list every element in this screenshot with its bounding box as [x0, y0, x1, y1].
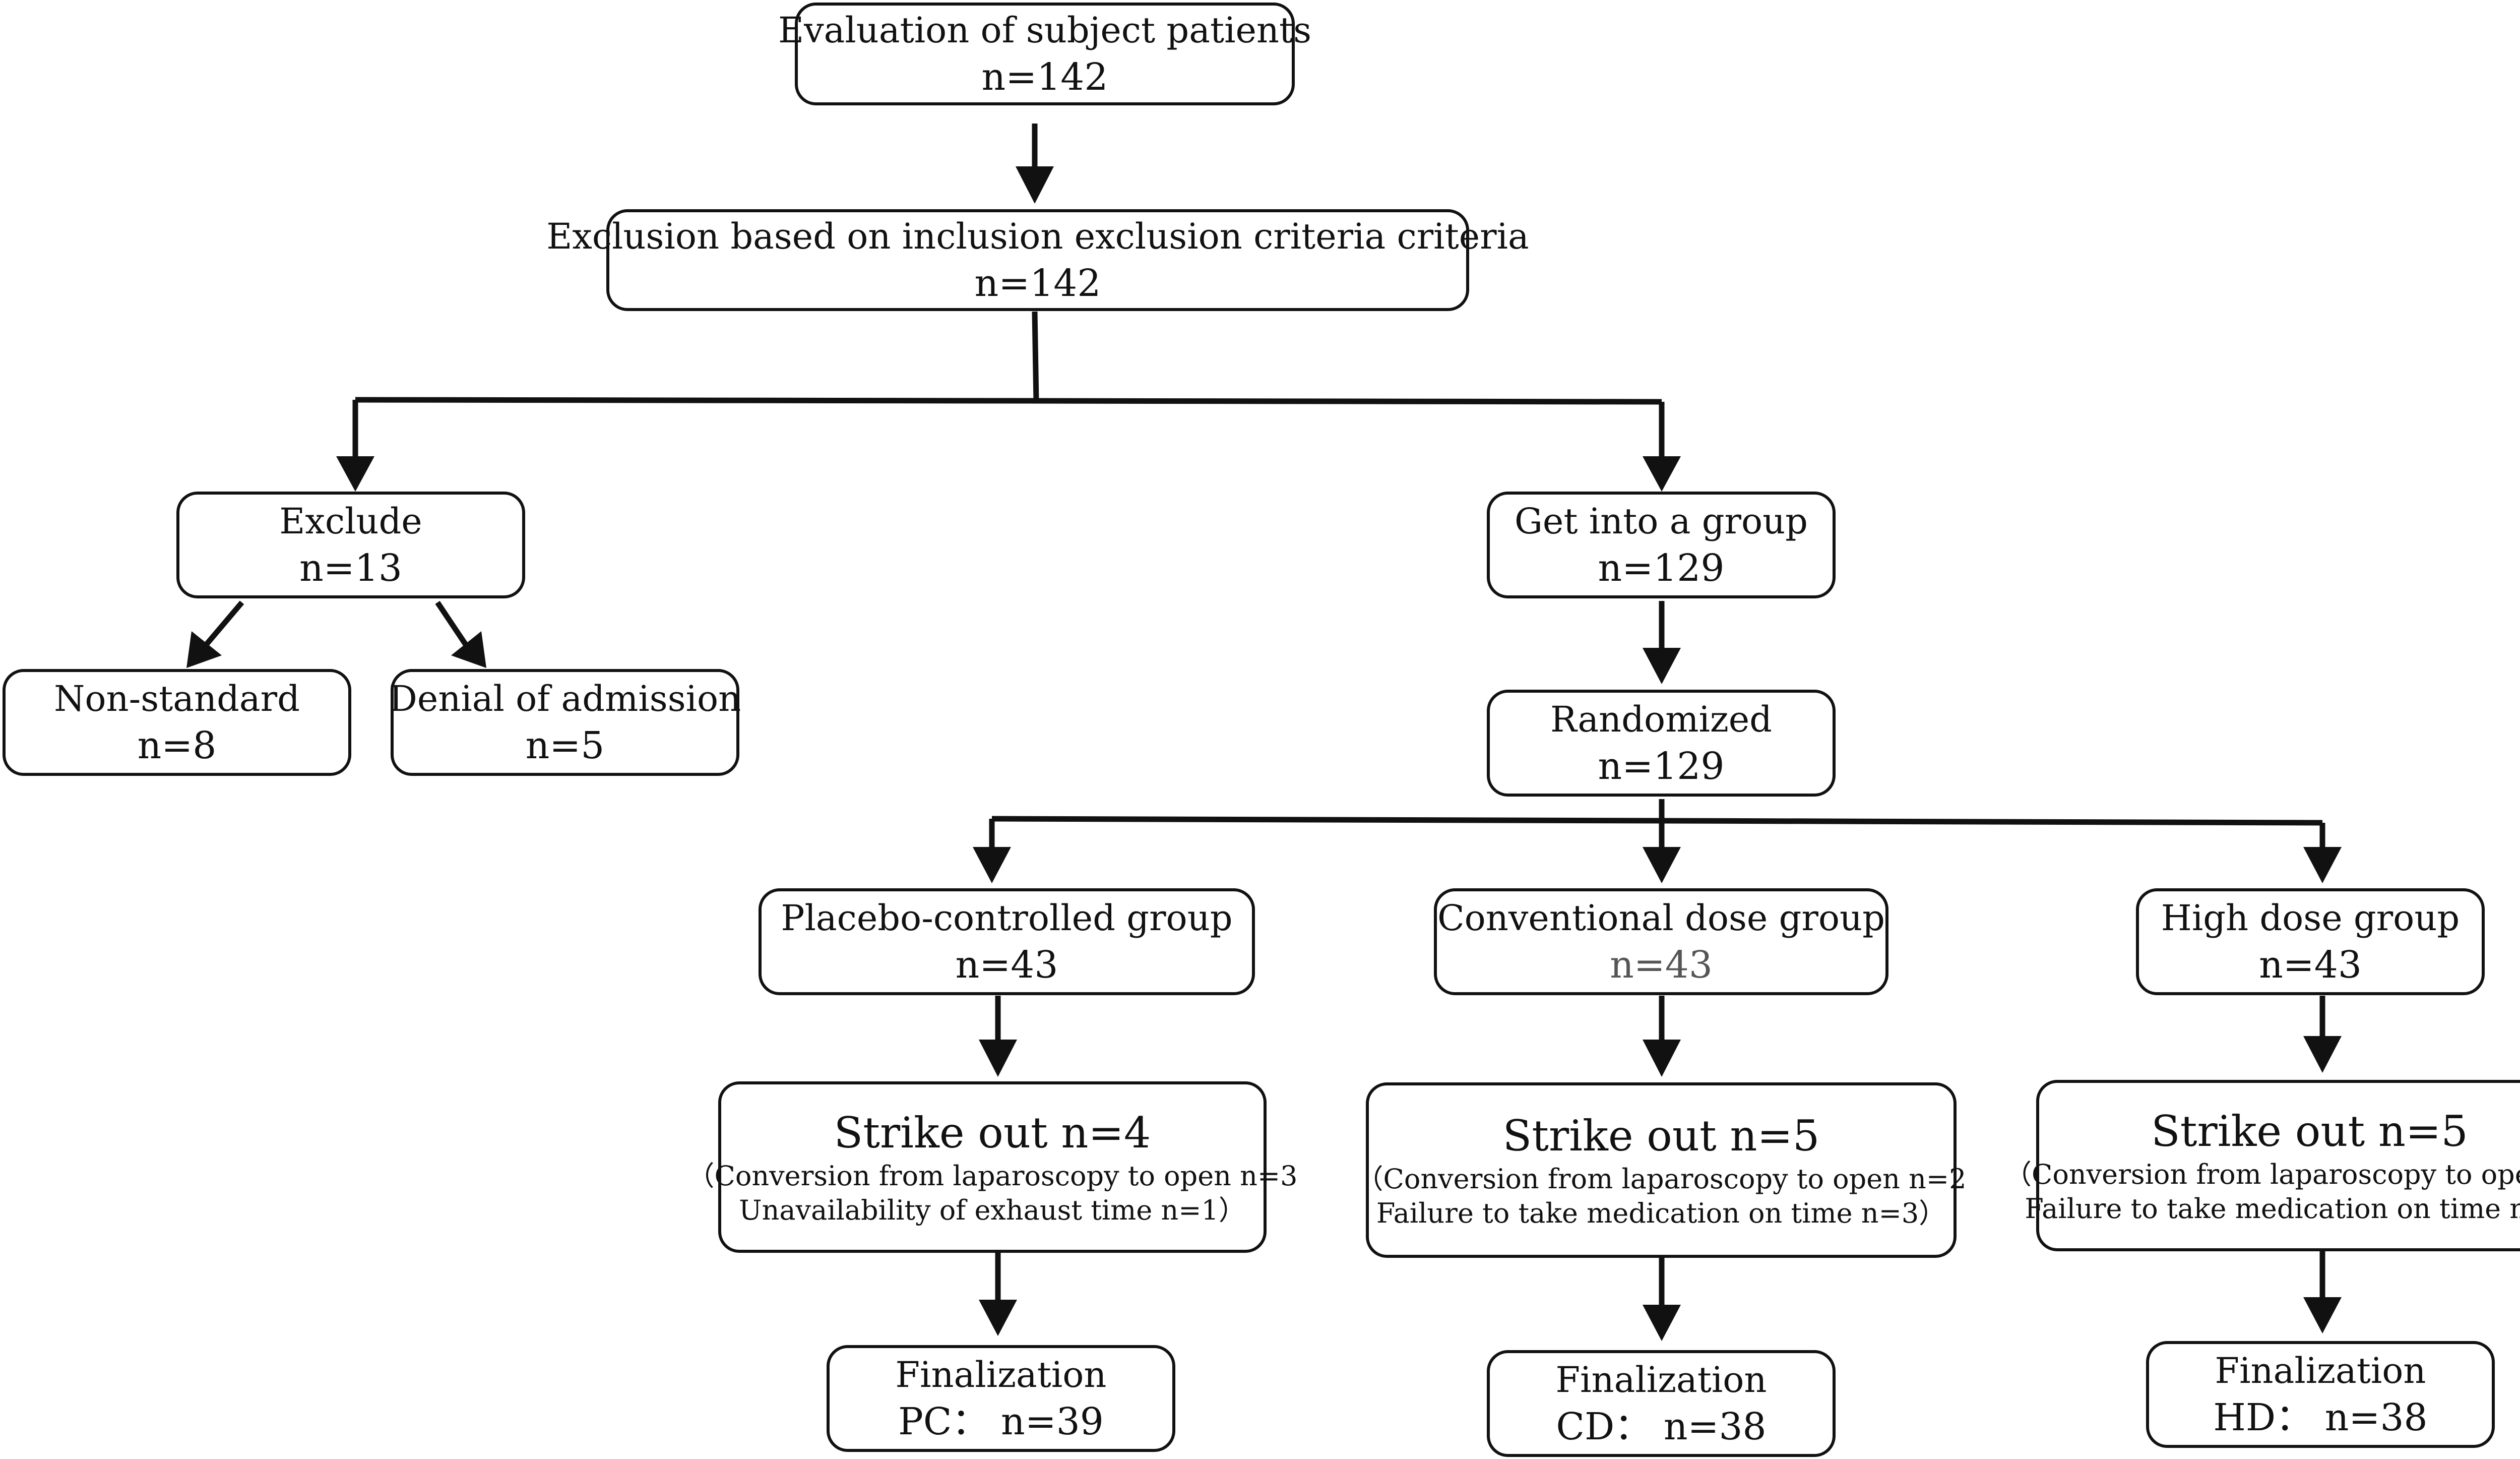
strike-out-pc-line1: （Conversion from laparoscopy to open n=3	[687, 1160, 1298, 1192]
evaluation-title: Evaluation of subject patients	[778, 10, 1312, 51]
high-dose-group-box: High dose group n=43	[2136, 888, 2485, 995]
strike-out-pc-title: Strike out n=4	[834, 1108, 1151, 1158]
random-horizontal	[991, 816, 2323, 826]
exclude-title: Exclude	[279, 501, 422, 542]
denial-title: Denial of admission	[389, 678, 741, 719]
randomized-title: Randomized	[1550, 699, 1772, 740]
non-standard-count: n=8	[137, 724, 217, 767]
high-dose-count: n=43	[2259, 943, 2362, 987]
conventional-dose-group-box: Conventional dose group n=43	[1434, 888, 1888, 995]
denial-of-admission-box: Denial of admission n=5	[389, 669, 741, 776]
conventional-title: Conventional dose group	[1437, 897, 1885, 939]
non-standard-box: Non-standard n=8	[3, 669, 351, 776]
randomized-count: n=129	[1598, 745, 1725, 788]
strike-out-hd-title: Strike out n=5	[2151, 1107, 2468, 1156]
evaluation-box: Evaluation of subject patients n=142	[778, 3, 1311, 105]
strike-out-cd-line1: （Conversion from laparoscopy to open n=2	[1356, 1163, 1967, 1195]
finalization-hd-count: HD： n=38	[2213, 1396, 2428, 1439]
conventional-count: n=43	[1610, 943, 1713, 987]
finalization-cd-title: Finalization	[1555, 1359, 1767, 1401]
exclusion-criteria-count: n=142	[974, 262, 1101, 305]
strike-out-pc-box: Strike out n=4 （Conversion from laparosc…	[687, 1081, 1298, 1253]
strike-out-hd-line1: （Conversion from laparoscopy to open n=3	[2004, 1159, 2520, 1190]
strike-out-hd-box: Strike out n=5 （Conversion from laparosc…	[2004, 1080, 2520, 1251]
get-into-group-count: n=129	[1598, 546, 1725, 590]
exclusion-criteria-box: Exclusion based on inclusion exclusion c…	[546, 209, 1529, 311]
exclude-box: Exclude n=13	[176, 492, 525, 598]
finalization-pc-box: Finalization PC： n=39	[827, 1345, 1175, 1452]
strike-out-cd-line2: Failure to take medication on time n=3）	[1376, 1197, 1946, 1229]
split-horizontal	[355, 397, 1662, 405]
evaluation-count: n=142	[981, 55, 1108, 99]
denial-count: n=5	[525, 724, 605, 767]
placebo-title: Placebo-controlled group	[781, 897, 1233, 939]
randomized-box: Randomized n=129	[1487, 690, 1836, 797]
placebo-count: n=43	[955, 943, 1058, 987]
finalization-hd-box: Finalization HD： n=38	[2146, 1341, 2495, 1448]
strike-out-hd-line2: Failure to take medication on time n=2）	[2025, 1193, 2520, 1225]
get-into-group-title: Get into a group	[1514, 501, 1808, 542]
strike-out-cd-box: Strike out n=5 （Conversion from laparosc…	[1356, 1082, 1967, 1258]
arrow-to-denial	[435, 600, 469, 647]
finalization-pc-title: Finalization	[895, 1354, 1107, 1395]
finalization-cd-box: Finalization CD： n=38	[1487, 1350, 1836, 1457]
finalization-cd-count: CD： n=38	[1556, 1405, 1767, 1448]
placebo-group-box: Placebo-controlled group n=43	[759, 888, 1255, 995]
exclusion-criteria-title: Exclusion based on inclusion exclusion c…	[546, 216, 1529, 257]
strike-out-cd-title: Strike out n=5	[1502, 1111, 1820, 1161]
finalization-hd-title: Finalization	[2215, 1350, 2426, 1391]
strike-out-pc-line2: Unavailability of exhaust time n=1）	[739, 1194, 1246, 1226]
get-into-group-box: Get into a group n=129	[1487, 492, 1836, 598]
high-dose-title: High dose group	[2161, 897, 2460, 939]
non-standard-title: Non-standard	[54, 678, 300, 719]
split-stem	[1032, 311, 1039, 402]
arrow-to-non-standard	[203, 600, 244, 647]
finalization-pc-count: PC： n=39	[898, 1400, 1104, 1443]
exclude-count: n=13	[299, 546, 402, 590]
